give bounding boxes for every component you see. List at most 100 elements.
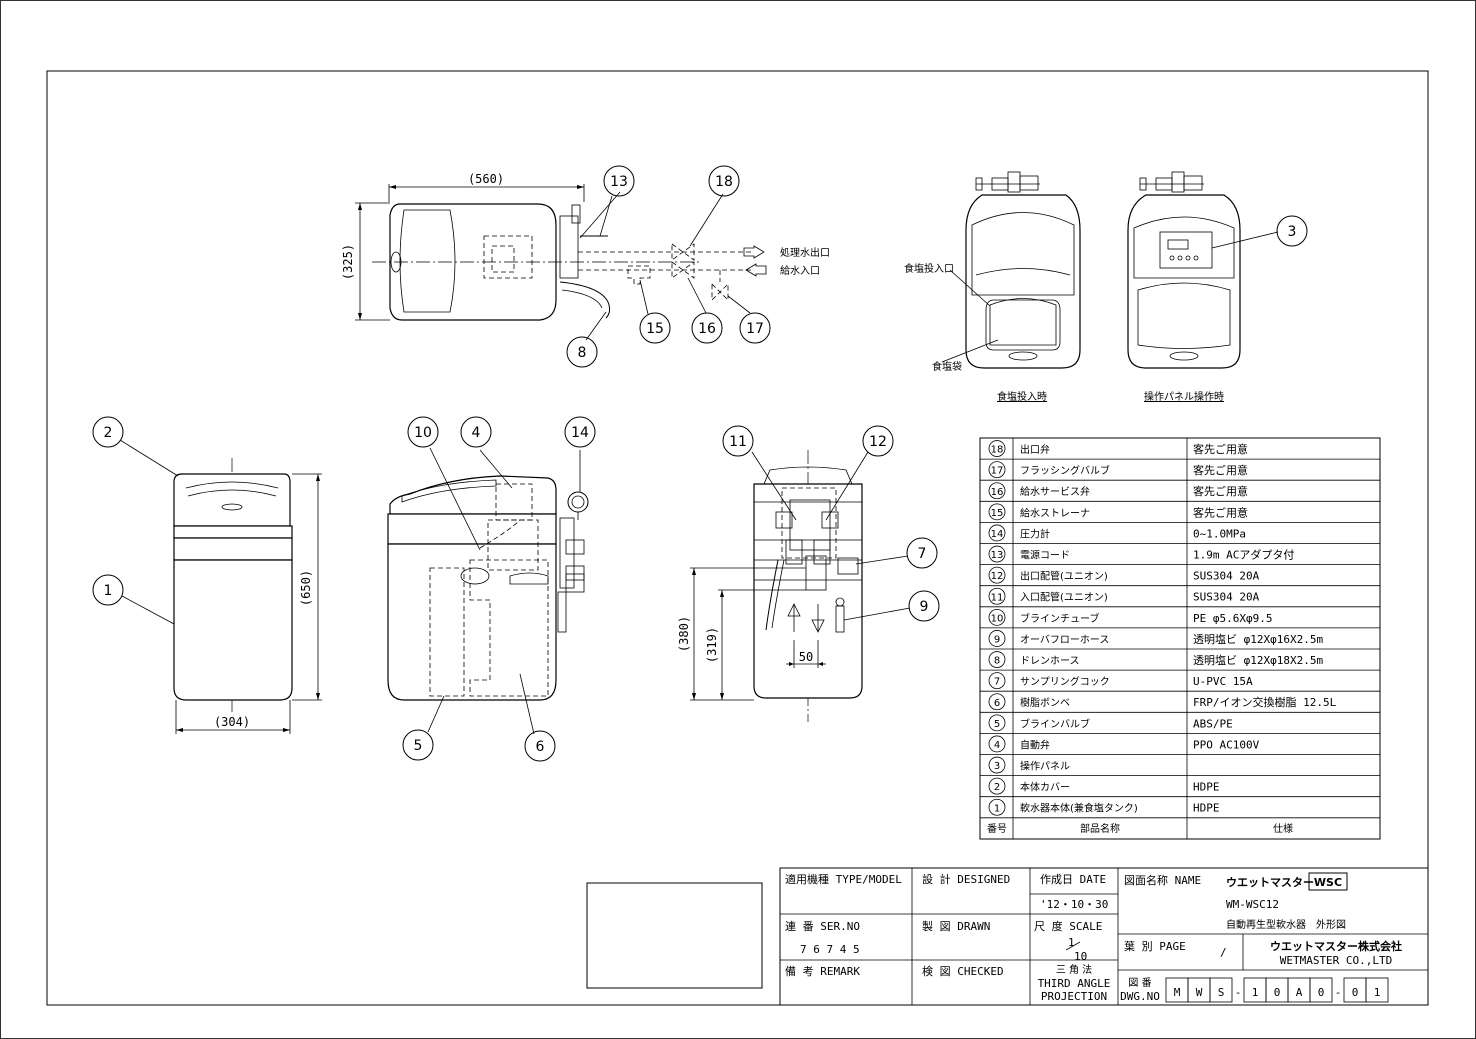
part-spec: FRP/イオン交換樹脂 12.5L: [1193, 695, 1337, 709]
part-no: 9: [994, 634, 1000, 645]
svg-text:7: 7: [918, 546, 927, 562]
part-name: 本体カバー: [1020, 781, 1070, 794]
part-spec: 透明塩ビ φ12Xφ18X2.5m: [1193, 653, 1323, 667]
part-name: 給水サービス弁: [1020, 485, 1090, 498]
dwg-char: 0: [1318, 986, 1325, 999]
part-no: 3: [994, 761, 1000, 772]
projection-jp: 三 角 法: [1056, 963, 1092, 976]
dwg-cell: M: [1165, 977, 1189, 1003]
svg-text:6: 6: [536, 739, 545, 755]
dim-top-width: (560): [468, 172, 504, 186]
dim-outlet-height: (380): [677, 616, 691, 652]
balloon-15: 15: [639, 312, 671, 344]
balloon-13: 13: [603, 165, 635, 197]
part-spec: SUS304 20A: [1193, 591, 1260, 604]
dwg-cell: W: [1187, 977, 1211, 1003]
parts-row: 8 ドレンホース 透明塩ビ φ12Xφ18X2.5m: [980, 651, 1380, 671]
part-name: ブラインチューブ: [1020, 612, 1099, 625]
part-spec: 客先ご用意: [1193, 463, 1248, 477]
part-spec: HDPE: [1193, 802, 1220, 815]
part-name: 操作パネル: [1020, 760, 1070, 773]
part-spec: 透明塩ビ φ12Xφ16X2.5m: [1193, 632, 1323, 646]
part-no: 8: [994, 656, 1000, 667]
dwg-char: 1: [1252, 986, 1259, 999]
parts-row: 9 オーバフローホース 透明塩ビ φ12Xφ16X2.5m: [980, 630, 1380, 650]
balloon-10: 10: [407, 416, 439, 448]
svg-text:8: 8: [578, 345, 587, 361]
balloon-11: 11: [722, 425, 754, 457]
dim-top-depth: (325): [341, 244, 355, 280]
header-no: 番号: [987, 823, 1007, 835]
part-spec: 客先ご用意: [1193, 505, 1248, 519]
svg-text:3: 3: [1288, 224, 1297, 240]
part-spec: 1.9m ACアダプタ付: [1193, 548, 1294, 562]
parts-header: 番号部品名称仕様: [987, 822, 1293, 835]
title-block: 適用機種 TYPE/MODEL 設 計 DESIGNED 作成日 DATE '1…: [586, 867, 1429, 1006]
dwg-char: -: [1235, 986, 1242, 999]
projection-en1: THIRD ANGLE: [1038, 977, 1111, 990]
part-no: 7: [994, 677, 1000, 688]
svg-text:15: 15: [646, 321, 664, 337]
page-value: /: [1220, 946, 1227, 959]
dwg-char: 1: [1374, 986, 1381, 999]
name-label: 図面名称 NAME: [1124, 873, 1201, 887]
scale-den: 10: [1074, 950, 1087, 963]
salt-bag-label: 食塩袋: [932, 360, 962, 373]
panel-operation-view: 操作パネル操作時: [1127, 171, 1279, 403]
part-balloons: 13 18 15 16 17 8 3 2 1 10 4 14 5 6 11 12…: [92, 165, 1308, 762]
part-name: フラッシングバルブ: [1020, 464, 1110, 477]
parts-row: 3 操作パネル: [980, 756, 1380, 776]
svg-text:1: 1: [104, 583, 113, 599]
part-name: 出口配管(ユニオン): [1020, 570, 1108, 583]
part-spec: SUS304 20A: [1193, 570, 1260, 583]
dwg-char: 0: [1274, 986, 1281, 999]
part-no: 5: [994, 719, 1000, 730]
svg-text:14: 14: [571, 425, 589, 441]
dwg-char: 0: [1352, 986, 1359, 999]
dwg-cell: 1: [1365, 977, 1389, 1003]
scale-label: 尺 度 SCALE: [1034, 919, 1102, 933]
part-name: ドレンホース: [1020, 655, 1080, 667]
part-name: 電源コード: [1020, 549, 1070, 562]
part-no: 16: [991, 487, 1004, 498]
svg-text:5: 5: [414, 738, 423, 754]
page-label: 葉 別 PAGE: [1124, 939, 1186, 953]
balloon-4: 4: [460, 416, 492, 448]
panel-caption: 操作パネル操作時: [1144, 390, 1224, 403]
designed-label: 設 計 DESIGNED: [922, 872, 1010, 886]
flow-outlet-label: 処理水出口: [780, 246, 830, 259]
dwg-separator: -: [1335, 986, 1342, 999]
balloon-9: 9: [908, 590, 940, 622]
part-no: 17: [991, 466, 1004, 477]
svg-text:11: 11: [729, 434, 747, 450]
balloon-3: 3: [1276, 215, 1308, 247]
brand-badge: WSC: [1314, 876, 1342, 889]
svg-text:10: 10: [414, 425, 432, 441]
part-name: 樹脂ボンベ: [1020, 696, 1070, 709]
dim-inlet-height: (319): [705, 627, 719, 663]
svg-text:9: 9: [920, 599, 929, 615]
dwg-char: -: [1335, 986, 1342, 999]
blank-stamp-box: [586, 882, 763, 989]
balloon-12: 12: [862, 425, 894, 457]
dwg-cell: 0: [1265, 977, 1289, 1003]
balloon-7: 7: [906, 537, 938, 569]
part-name: オーバフローホース: [1020, 634, 1109, 646]
part-name: 圧力計: [1020, 527, 1050, 540]
balloon-14: 14: [564, 416, 596, 448]
part-spec: HDPE: [1193, 781, 1220, 794]
dwg-label1: 図 番: [1128, 977, 1151, 989]
balloon-5: 5: [402, 729, 434, 761]
front-elevation: (304) (650): [119, 439, 322, 734]
